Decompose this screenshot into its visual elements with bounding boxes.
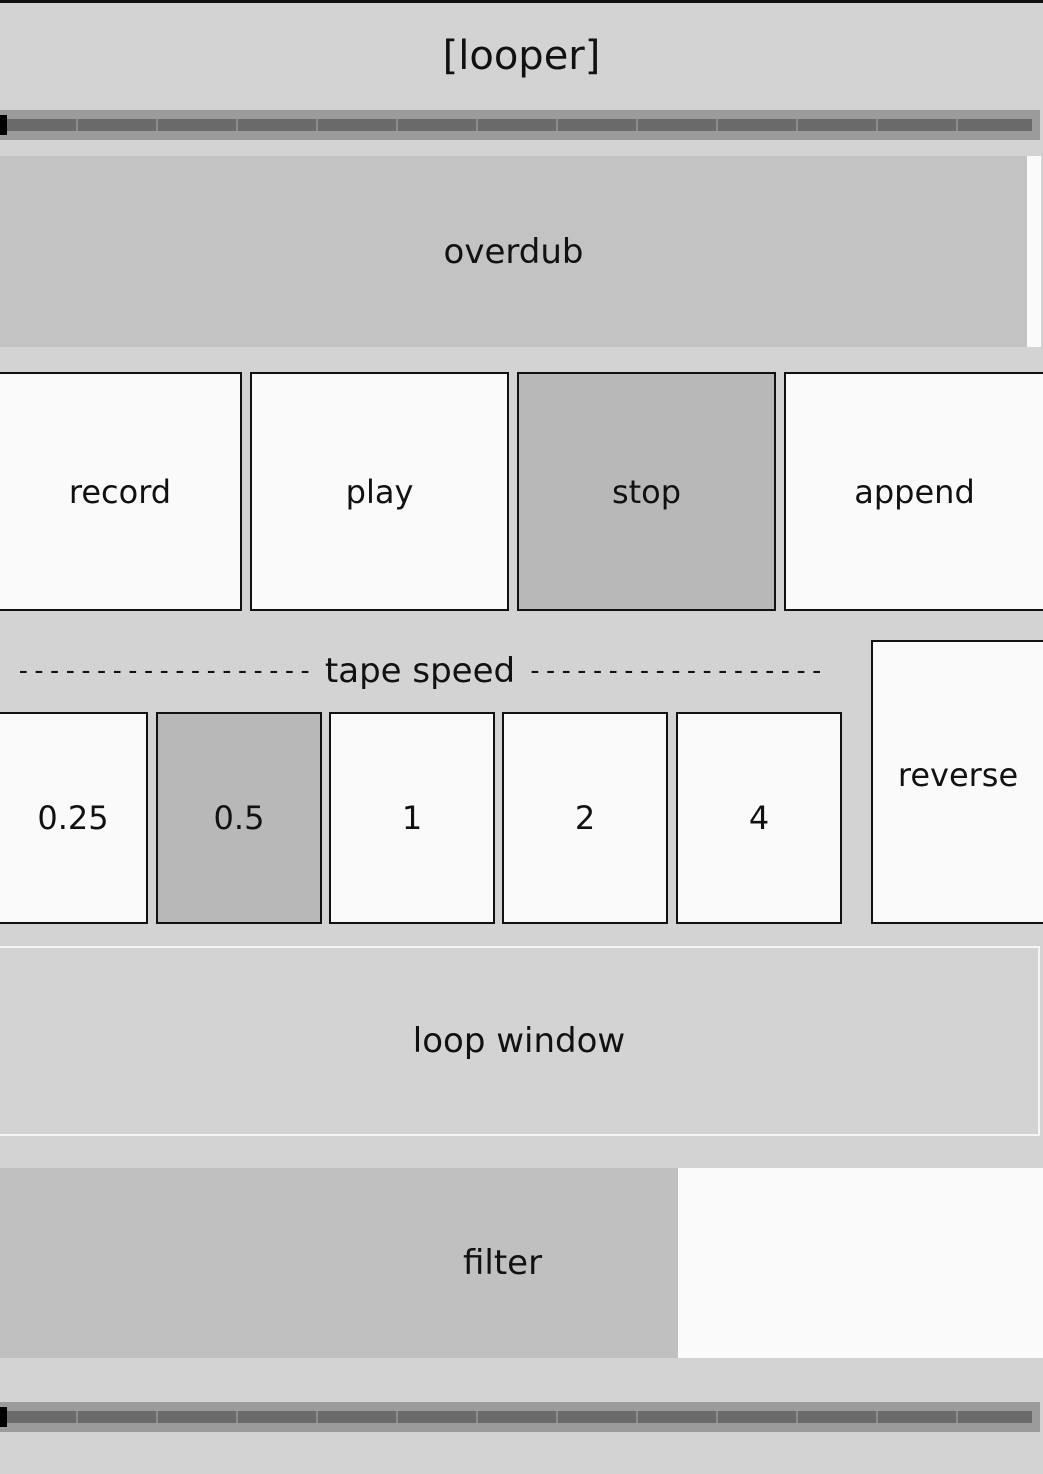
timeline-track: [0, 119, 1032, 131]
overdub-slider-remainder[interactable]: [1027, 156, 1041, 347]
record-button[interactable]: record: [0, 372, 242, 611]
append-button[interactable]: append: [784, 372, 1043, 611]
timeline-tick: [76, 1411, 78, 1423]
page-title: [looper]: [442, 33, 601, 79]
playhead-timeline-top[interactable]: [0, 110, 1040, 140]
timeline-tick: [956, 119, 958, 131]
timeline-tick: [316, 1411, 318, 1423]
stop-button[interactable]: stop: [517, 372, 776, 611]
playhead-marker[interactable]: [0, 115, 7, 135]
timeline-tick: [156, 1411, 158, 1423]
timeline-tick: [796, 1411, 798, 1423]
filter-label-container: filter: [0, 1168, 1005, 1358]
speed-option-1[interactable]: 1: [329, 712, 495, 924]
speed-option-label: 1: [401, 799, 423, 837]
tape-speed-heading: ------------------- tape speed ---------…: [0, 646, 840, 696]
speed-option-label: 0.25: [37, 799, 109, 837]
timeline-tick: [396, 1411, 398, 1423]
divider-dashes-left: -------------------: [15, 656, 313, 686]
timeline-tick: [636, 119, 638, 131]
speed-option-label: 0.5: [213, 799, 265, 837]
timeline-tick: [236, 119, 238, 131]
tape-speed-label: tape speed: [324, 651, 516, 691]
loop-window-slider[interactable]: loop window: [0, 946, 1040, 1136]
timeline-tick: [476, 1411, 478, 1423]
filter-slider-fill: [0, 1168, 678, 1358]
timeline-tick: [876, 1411, 878, 1423]
timeline-tick: [636, 1411, 638, 1423]
timeline-tick: [956, 1411, 958, 1423]
timeline-tick: [556, 119, 558, 131]
overdub-slider[interactable]: overdub: [0, 156, 1027, 347]
speed-option-label: 4: [748, 799, 770, 837]
timeline-tick: [876, 119, 878, 131]
play-button-label: play: [345, 472, 414, 511]
timeline-tick: [716, 119, 718, 131]
timeline-tick: [716, 1411, 718, 1423]
timeline-tick: [476, 119, 478, 131]
reverse-button[interactable]: reverse: [871, 640, 1043, 924]
timeline-tick: [236, 1411, 238, 1423]
overdub-label: overdub: [443, 231, 584, 272]
speed-option-2[interactable]: 2: [502, 712, 668, 924]
speed-option-0-5[interactable]: 0.5: [156, 712, 322, 924]
timeline-tick: [156, 119, 158, 131]
timeline-track: [0, 1411, 1032, 1423]
timeline-tick: [316, 119, 318, 131]
record-button-label: record: [68, 472, 172, 511]
play-button[interactable]: play: [250, 372, 509, 611]
timeline-tick: [76, 119, 78, 131]
playhead-timeline-bottom[interactable]: [0, 1402, 1040, 1432]
filter-label: filter: [462, 1243, 543, 1283]
timeline-tick: [396, 119, 398, 131]
speed-option-4[interactable]: 4: [676, 712, 842, 924]
speed-option-label: 2: [574, 799, 596, 837]
divider-dashes-right: -------------------: [527, 656, 825, 686]
timeline-tick: [796, 119, 798, 131]
speed-option-0-25[interactable]: 0.25: [0, 712, 148, 924]
loop-window-label: loop window: [412, 1021, 626, 1061]
reverse-button-label: reverse: [897, 756, 1019, 794]
top-border: [0, 0, 1043, 3]
timeline-tick: [556, 1411, 558, 1423]
stop-button-label: stop: [611, 472, 682, 511]
append-button-label: append: [854, 472, 975, 511]
playhead-marker[interactable]: [0, 1407, 7, 1427]
